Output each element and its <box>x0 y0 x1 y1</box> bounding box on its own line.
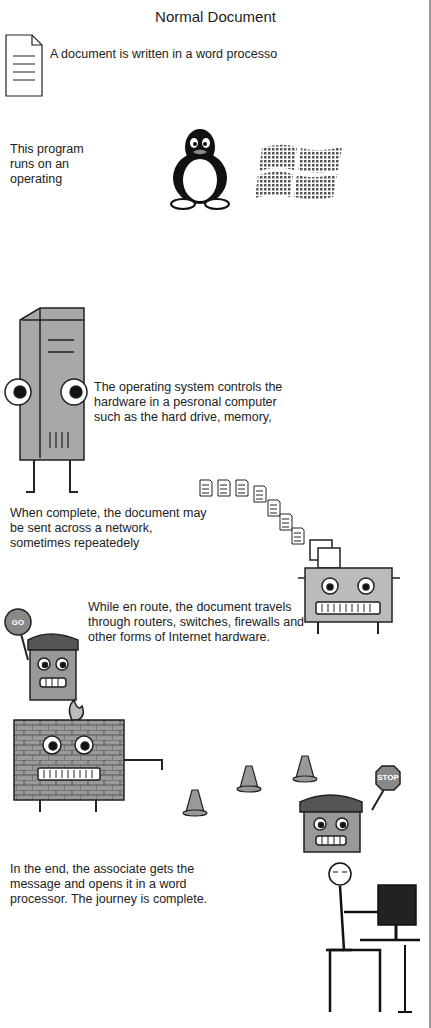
step-note: A document is written in a word processo <box>50 47 277 62</box>
person-at-computer <box>326 863 420 1012</box>
computer-tower <box>5 308 87 492</box>
printer-robot <box>298 540 400 634</box>
diagram-title: Normal Document <box>0 8 431 26</box>
firewall-robot <box>14 700 162 812</box>
document-icon <box>6 35 42 96</box>
step-note: While en route, the document travels thr… <box>88 600 308 645</box>
step-note: When complete, the document may be sent … <box>10 506 210 551</box>
windows-logo <box>255 145 342 200</box>
document-stack <box>200 480 304 544</box>
step-note: The operating system controls the hardwa… <box>94 380 304 425</box>
sign-text: GO <box>5 618 31 628</box>
penguin-logo <box>171 129 229 209</box>
step-note: In the end, the associate gets the messa… <box>10 862 232 907</box>
traffic-cones <box>183 756 317 816</box>
stop-cop-robot <box>300 766 400 852</box>
step-note: This program runs on an operating <box>10 142 100 187</box>
go-cop-robot <box>5 609 78 700</box>
sign-text: STOP <box>376 773 400 783</box>
